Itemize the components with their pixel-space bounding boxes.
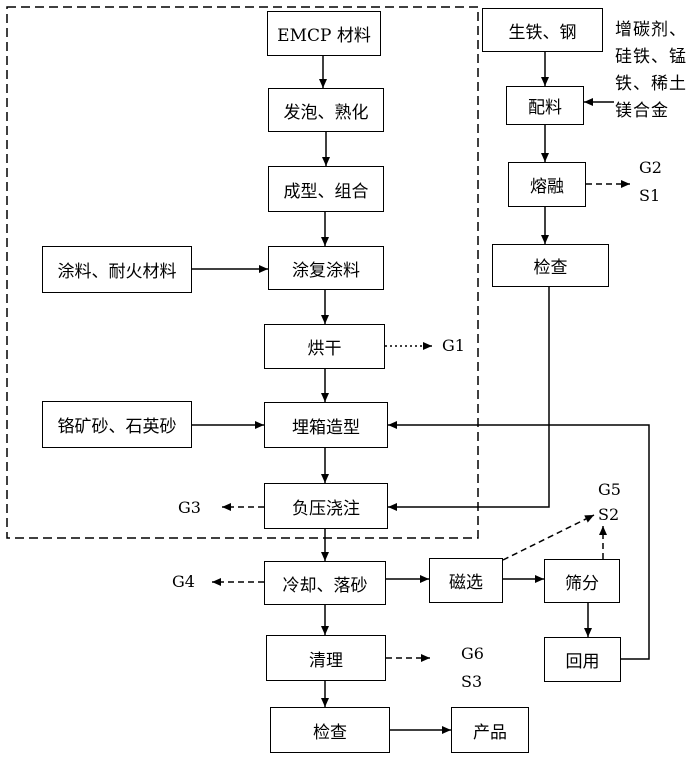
emission-label-g4: G4 xyxy=(172,572,195,591)
box-magnetic-separation: 磁选 xyxy=(429,558,503,603)
box-final-inspection: 检查 xyxy=(270,707,390,753)
additive-line: 镁合金 xyxy=(615,101,669,121)
emcp-process-boundary xyxy=(6,6,479,539)
emission-label-g5-s2: G5 S2 xyxy=(598,479,621,526)
emission-g6: G6 xyxy=(461,644,484,663)
box-drying: 烘干 xyxy=(264,324,385,369)
box-cooling-shakeout: 冷却、落砂 xyxy=(264,561,386,605)
box-coating-source: 涂料、耐火材料 xyxy=(42,246,192,293)
emission-label-g6-s3: G6 S3 xyxy=(461,643,484,693)
arrow-inspect-pour xyxy=(388,287,550,511)
emission-label-g2-s1: G2 S1 xyxy=(639,157,662,207)
additive-line: 增碳剂、 xyxy=(615,20,687,40)
emission-g2: G2 xyxy=(639,158,662,177)
box-pig-iron-steel: 生铁、钢 xyxy=(482,8,603,52)
box-emcp-material: EMCP 材料 xyxy=(267,11,381,56)
box-melt-inspection: 检查 xyxy=(492,244,609,287)
emission-g5: G5 xyxy=(598,480,621,499)
additive-line: 硅铁、锰 xyxy=(615,47,687,67)
emission-s1: S1 xyxy=(639,186,661,205)
box-product: 产品 xyxy=(451,707,529,753)
box-batching: 配料 xyxy=(506,86,584,125)
emission-s2: S2 xyxy=(598,505,620,524)
box-vacuum-pouring: 负压浇注 xyxy=(264,483,388,529)
additive-line: 铁、稀土 xyxy=(615,74,687,94)
emission-magnet-line xyxy=(502,514,595,561)
box-foaming-curing: 发泡、熟化 xyxy=(268,88,384,132)
box-melting: 熔融 xyxy=(508,162,586,207)
arrow-reuse-mold xyxy=(388,421,650,660)
box-sand-source: 铬矿砂、石英砂 xyxy=(42,401,192,448)
box-coating: 涂复涂料 xyxy=(268,246,384,290)
emission-label-g1: G1 xyxy=(442,336,465,355)
box-cleaning: 清理 xyxy=(266,635,386,681)
box-forming-assembly: 成型、组合 xyxy=(268,166,384,212)
emission-s3: S3 xyxy=(461,672,483,691)
box-reuse: 回用 xyxy=(544,637,621,682)
box-sieving: 筛分 xyxy=(544,559,620,603)
emission-label-g3: G3 xyxy=(178,498,201,517)
box-molding: 埋箱造型 xyxy=(264,402,388,448)
additives-list: 增碳剂、 硅铁、锰 铁、稀土 镁合金 xyxy=(615,17,699,125)
